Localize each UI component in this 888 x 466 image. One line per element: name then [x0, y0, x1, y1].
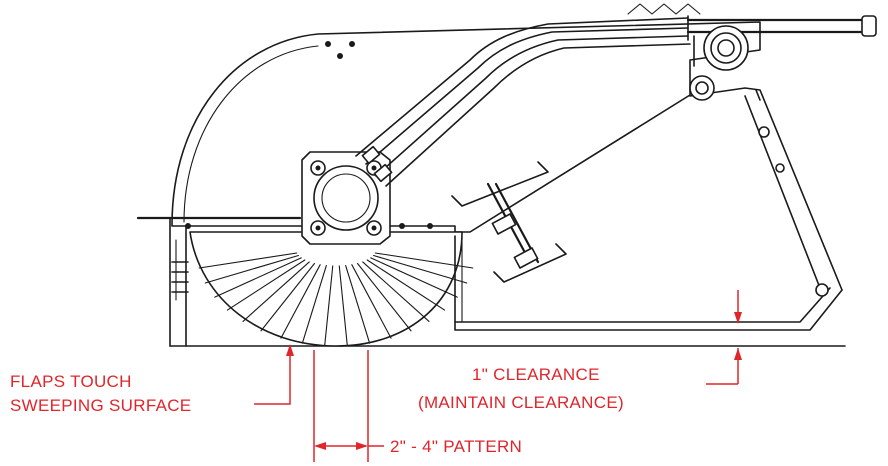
flap-line	[362, 261, 430, 322]
flap-line	[280, 264, 321, 339]
top-linkage	[627, 3, 877, 67]
clearance-callout: 1" CLEARANCE (MAINTAIN CLEARANCE)	[418, 290, 742, 412]
broom-flaps	[189, 231, 474, 347]
pattern-label: 2" - 4" PATTERN	[390, 437, 522, 456]
clearance-label-line2: (MAINTAIN CLEARANCE)	[418, 393, 624, 412]
broom-housing	[171, 21, 761, 233]
front-deflector	[136, 216, 302, 347]
flap-line	[357, 262, 412, 332]
pattern-callout: 2" - 4" PATTERN	[313, 350, 522, 462]
flap-line	[226, 259, 306, 311]
clearance-label-line1: 1" CLEARANCE	[472, 365, 600, 384]
flap-line	[204, 254, 299, 284]
flap-line	[366, 259, 446, 311]
rear-arm	[689, 87, 843, 297]
flap-line	[260, 262, 315, 332]
hydraulic-hoses	[355, 17, 691, 187]
flaps-touch-callout: FLAPS TOUCH SWEEPING SURFACE	[10, 344, 294, 415]
flap-line	[301, 264, 327, 344]
flap-line	[242, 261, 310, 322]
flap-line	[374, 252, 474, 269]
adjustment-bracket	[451, 161, 567, 283]
flap-line	[338, 265, 348, 347]
flaps-touch-label-line1: FLAPS TOUCH	[10, 372, 132, 391]
hose-coil	[689, 25, 749, 101]
hydraulic-motor	[301, 151, 391, 245]
flap-line	[324, 265, 334, 347]
skid-frame	[454, 235, 843, 331]
flap-line	[214, 257, 302, 298]
flap-line	[198, 252, 298, 269]
flap-line	[370, 257, 458, 298]
housing-inner-line	[183, 45, 319, 223]
front-spring	[171, 261, 189, 293]
housing-rivets	[185, 41, 433, 229]
flap-line	[351, 264, 392, 339]
flaps-touch-label-line2: SWEEPING SURFACE	[10, 396, 191, 415]
flap-line	[373, 254, 468, 284]
flap-line	[345, 264, 371, 344]
